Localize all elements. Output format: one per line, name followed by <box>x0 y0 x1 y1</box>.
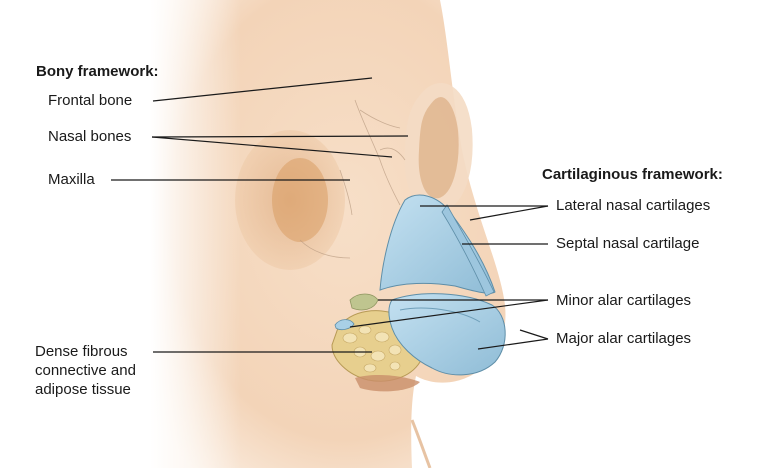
nostril <box>355 375 420 392</box>
nasal-bones-label: Nasal bones <box>48 128 132 145</box>
septal-nasal-cartilage-shape <box>441 204 495 297</box>
fat-lobules <box>342 325 402 373</box>
leader-lines <box>111 77 549 353</box>
minor-alar-cartilage-shape <box>349 293 379 311</box>
major-alar-cartilage-shape <box>388 293 506 376</box>
bony-framework-heading: Bony framework: <box>36 63 159 80</box>
right-orbit <box>404 83 473 213</box>
minor-alar-cartilages-label: Minor alar cartilages <box>556 292 692 309</box>
frontal-bone-label: Frontal bone <box>48 92 133 109</box>
lateral-nasal-cartilages-label: Lateral nasal cartilages <box>556 197 711 214</box>
maxilla-label: Maxilla <box>48 171 95 188</box>
major-alar-cartilages-label: Major alar cartilages <box>556 330 692 347</box>
dense-fibrous-tissue-label: Dense fibrous connective and adipose tis… <box>35 342 185 399</box>
dense-fibrous-line-2: connective and <box>35 362 136 379</box>
septal-nasal-cartilage-label: Septal nasal cartilage <box>556 235 700 252</box>
bone-sutures <box>299 99 406 259</box>
dense-fibrous-line-1: Dense fibrous <box>35 343 128 360</box>
cartilaginous-framework-heading: Cartilaginous framework: <box>542 166 723 183</box>
dense-fibrous-line-3: adipose tissue <box>35 381 131 398</box>
